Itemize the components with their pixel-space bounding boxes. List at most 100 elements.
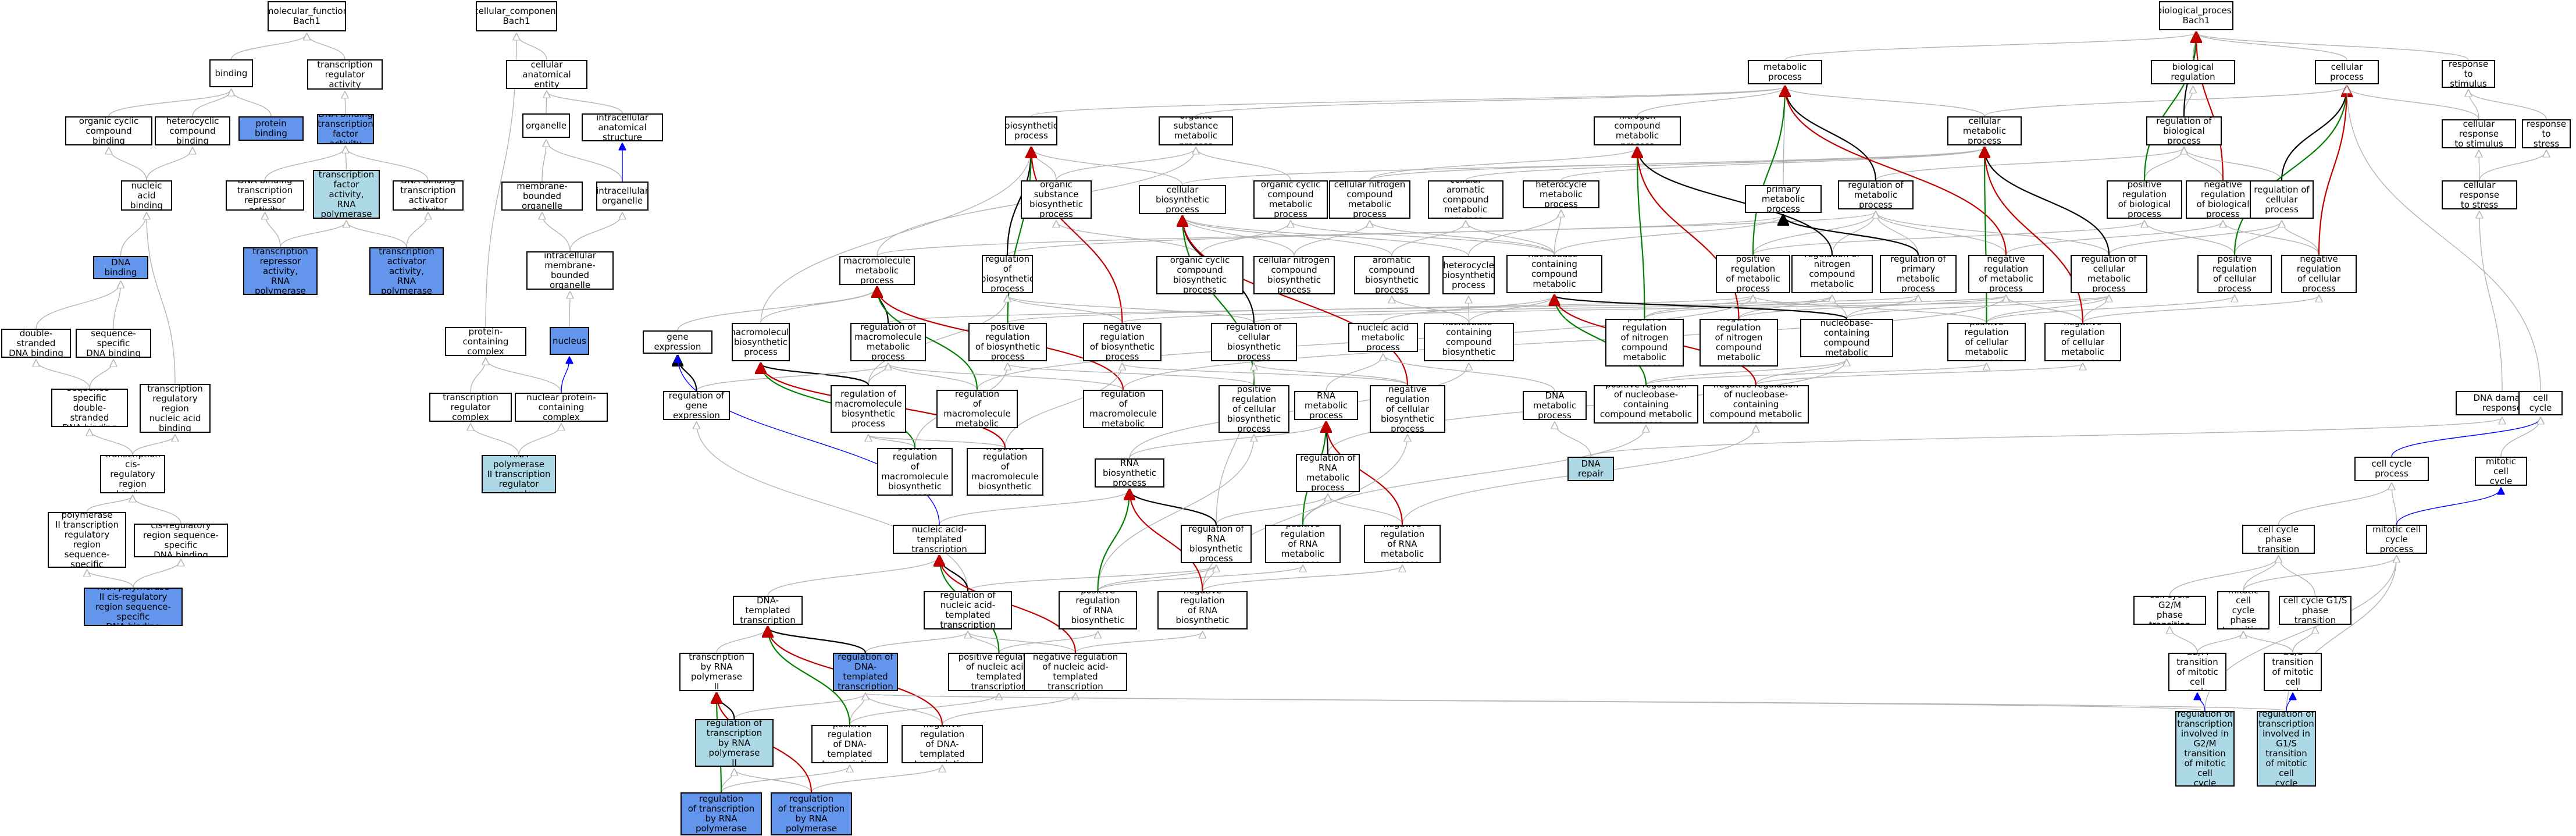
edge-nrbiosp-to-biosp — [1031, 148, 1123, 323]
go-term-rp2trr: RNA polymerase II transcription regulato… — [48, 512, 126, 568]
go-term-dtt: DNA-templated transcription — [733, 596, 803, 625]
go-term-prdtt: positive regulation of DNA-templated tra… — [811, 725, 888, 763]
edge-ssdb-to-dnab — [113, 282, 121, 329]
go-term-nrbiosp: negative regulation of biosynthetic proc… — [1083, 323, 1161, 361]
edge-dbtaa-to-dbtfa — [345, 147, 429, 181]
go-term-rbiosp: regulation of biosynthetic process — [982, 255, 1033, 293]
edge-nrtrp2-to-rtrp2 — [735, 769, 812, 793]
edge-natt-to-ge — [678, 356, 940, 525]
edge-cae-to-cc — [516, 34, 547, 61]
edge-nrbp-to-bp — [2196, 33, 2224, 181]
edge-rtig2m-to-rdtt — [865, 693, 2206, 712]
go-term-prrnabp: positive regulation of RNA biosynthetic … — [1059, 591, 1137, 629]
edge-nrtrp2-to-nrdtt — [811, 766, 942, 793]
edge-npcc-to-pcc — [486, 358, 562, 393]
edge-rdtt-to-rnatt — [865, 632, 968, 653]
edge-io-to-organelle — [546, 140, 623, 182]
go-term-cncbp: cellular nitrogen compound biosynthetic … — [1253, 256, 1335, 294]
edge-prbiosp-to-prmp — [1007, 296, 1754, 323]
go-term-nrnatt: negative regulation of nucleic acid-temp… — [1024, 653, 1127, 691]
edge-dnarep-to-dnadr — [1590, 418, 2502, 457]
go-term-acbp: aromatic compound biosynthetic process — [1354, 256, 1430, 294]
go-term-dbtfa2: DNA-binding transcription factor activit… — [313, 170, 380, 219]
go-term-mmp: macromolecule metabolic process — [839, 256, 915, 285]
edge-osmp-to-metp — [1195, 87, 1785, 117]
go-term-dbtra2: DNA-binding transcription repressor acti… — [243, 247, 318, 295]
edge-prcbp-to-prbiosp — [1008, 364, 1255, 386]
go-term-namp: nucleic acid metabolic process — [1348, 323, 1418, 352]
edge-dsdb-to-dnab — [35, 282, 121, 329]
edge-nrrnamp-to-rrnamp — [1328, 495, 1403, 525]
edge-prcp-to-prbp — [2144, 221, 2235, 255]
edge-nrcmp-to-nrcp — [2082, 296, 2319, 323]
edge-rncmp-to-ncmp — [1637, 148, 1833, 255]
go-term-nrbp: negative regulation of biological proces… — [2186, 180, 2260, 219]
edge-rpmp-to-pmp — [1783, 215, 1919, 255]
edge-rge-to-ge — [678, 356, 697, 392]
edge-prbiosp-to-biosp — [1007, 148, 1032, 323]
go-term-ccpt: cell cycle phase transition — [2242, 525, 2315, 554]
edge-trrnab-to-nab — [147, 213, 176, 385]
go-term-ccp: cell cycle process — [2354, 457, 2429, 481]
go-term-prnatt: positive regulation of nucleic acid-temp… — [948, 653, 1050, 691]
go-term-prcmp: positive regulation of cellular metaboli… — [1947, 323, 2026, 361]
go-term-prcbp: positive regulation of cellular biosynth… — [1218, 385, 1289, 433]
go-term-prnbccmp: positive regulation of nucleobase-contai… — [1594, 385, 1698, 424]
edge-binding-to-mf — [230, 34, 307, 60]
edge-nrnbccmp-to-rnbccmp — [1755, 360, 1847, 386]
edge-prtrp2-to-prdtt — [721, 766, 850, 793]
go-term-cacmp: cellular aromatic compound metabolic pro… — [1428, 180, 1503, 219]
go-term-mbiosp: macromolecule biosynthetic process — [732, 323, 790, 361]
go-term-cbp: cellular biosynthetic process — [1139, 185, 1226, 214]
go-term-rcbp: regulation of cellular biosynthetic proc… — [1211, 323, 1297, 361]
edge-rnabp-to-rnamp — [1129, 422, 1326, 459]
go-term-rnabp: RNA biosynthetic process — [1095, 458, 1164, 488]
edge-nrcbp-to-nrbiosp — [1123, 364, 1408, 386]
edge-mccpt-to-mccp — [2243, 556, 2397, 592]
edge-dnadr-to-crtstress — [2479, 212, 2503, 392]
go-term-rp2crr: RNA polymerase II cis-regulatory region … — [84, 588, 183, 626]
edge-dtt-to-natt — [767, 556, 939, 596]
edge-prbp-to-rbp — [2144, 148, 2184, 181]
edge-prtrp2-to-rtrp2 — [721, 769, 735, 793]
edge-ccpt-to-ccp — [2278, 483, 2392, 525]
go-term-rge: regulation of gene expression — [663, 391, 730, 420]
edge-cbp-to-biosp — [1031, 148, 1183, 186]
edge-cbp-to-cmetp — [1182, 148, 1984, 186]
go-term-g2mtmcc: G2/M transition of mitotic cell cycle — [2168, 653, 2226, 691]
go-term-imbo: intracellular membrane-bounded organelle — [526, 251, 614, 290]
go-term-nrcmp: negative regulation of cellular metaboli… — [2044, 323, 2121, 361]
go-term-prbp: positive regulation of biological proces… — [2107, 180, 2182, 219]
go-term-rrnabp: regulation of RNA biosynthetic process — [1181, 525, 1252, 563]
edge-hbp-to-cbp — [1182, 216, 1469, 257]
edge-mcc-to-ccyc — [2500, 418, 2541, 457]
edge-nrcp-to-rcp — [2282, 221, 2320, 255]
edge-nucleus-to-imbo — [569, 292, 570, 328]
go-term-prcp: positive regulation of cellular process — [2197, 255, 2272, 293]
edge-rp2trr-to-tcrrb — [86, 496, 133, 513]
edge-prnbccmp-to-prcmp — [1645, 364, 1987, 386]
edge-ccg2m-to-ccpt — [2169, 556, 2279, 596]
go-term-breg: biological regulation — [2151, 60, 2235, 84]
edge-nrnbccmp-to-nrcmp — [1755, 364, 2083, 386]
go-term-nrmmp: negative regulation of macromolecule met… — [1083, 390, 1163, 428]
go-term-rnbccmp: regulation of nucleobase-containing comp… — [1800, 319, 1893, 357]
edge-ssdsdb-to-dsdb — [36, 360, 90, 389]
go-term-mccpt: mitotic cell cycle phase transition — [2217, 591, 2269, 629]
edge-nrcmp-to-rcmp — [2082, 296, 2109, 323]
go-term-hmp: heterocycle metabolic process — [1523, 180, 1599, 208]
edge-nrcp-to-cellp — [2318, 87, 2347, 255]
edge-rcmp-to-rmp — [1876, 212, 2110, 255]
edge-nab-to-hcb — [146, 148, 193, 181]
edge-mbo-to-organelle — [541, 140, 546, 182]
edge-g2mtmcc-to-mccpt — [2197, 632, 2243, 653]
go-term-trc: transcription regulator complex — [429, 393, 512, 422]
edge-ccp-to-ccyc — [2391, 418, 2541, 457]
edge-rrnamp-to-rnbccmp — [1327, 360, 1847, 454]
go-term-rpmp: regulation of primary metabolic process — [1880, 255, 1957, 293]
go-term-mcc: mitotic cell cycle — [2475, 457, 2527, 486]
edge-rrnabp-to-rrnamp — [1216, 495, 1328, 525]
edge-dbtaa2-to-dbtfa2 — [347, 221, 407, 248]
go-term-hbp: heterocycle biosynthetic process — [1442, 256, 1495, 294]
go-term-ssdsdb: sequence-specific double-stranded DNA bi… — [51, 389, 128, 427]
